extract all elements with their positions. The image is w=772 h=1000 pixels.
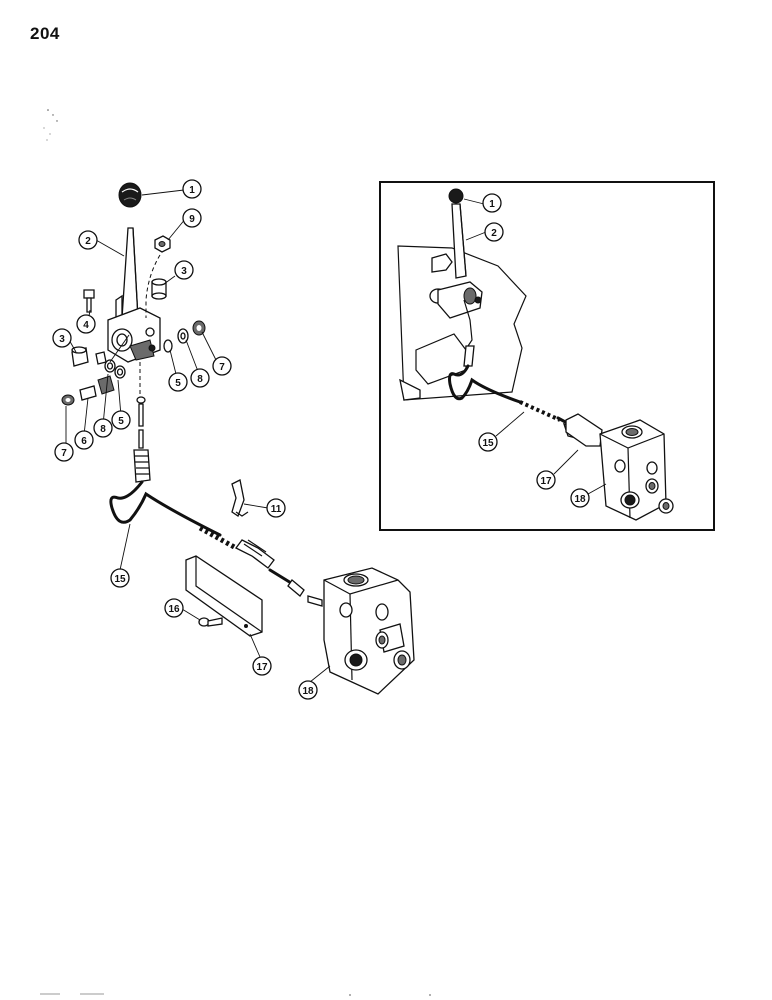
scan-specks: [43, 109, 58, 141]
knob-part: [118, 182, 142, 208]
callout-8: 8: [93, 418, 113, 438]
right-washers: [163, 320, 206, 353]
svg-text:2: 2: [85, 236, 91, 247]
svg-text:1: 1: [489, 199, 495, 210]
svg-text:17: 17: [540, 476, 552, 487]
bolt-part: [83, 289, 95, 313]
callout-3: 3: [174, 260, 194, 280]
exploded-view: [61, 182, 415, 695]
inset-callout-2: 2: [484, 222, 504, 242]
bracket-part: [185, 555, 263, 637]
inset-view: [379, 181, 715, 531]
callout-4: 4: [76, 314, 96, 334]
svg-text:8: 8: [197, 374, 203, 385]
inset-callout-15: 15: [478, 432, 498, 452]
svg-text:7: 7: [219, 362, 225, 373]
valve-body-part: [307, 567, 415, 695]
bottom-scan-marks: [40, 993, 431, 996]
callout-15: 15: [110, 568, 130, 588]
inset-callouts: 1 2 15 17 18: [478, 193, 590, 508]
inset-callout-18: 18: [570, 488, 590, 508]
callout-3: 3: [52, 328, 72, 348]
svg-text:18: 18: [302, 686, 314, 697]
callout-11: 11: [266, 498, 286, 518]
svg-text:4: 4: [83, 320, 89, 331]
svg-text:7: 7: [61, 448, 67, 459]
left-hardware: [61, 351, 126, 406]
svg-text:9: 9: [189, 214, 195, 225]
screw-part: [198, 617, 223, 627]
pivot-bracket-part: [107, 307, 161, 363]
main-callouts: 1 2 9 3 4 3 5 8 7 8 5 6 7 11 15 16 17 18: [52, 179, 318, 700]
svg-text:6: 6: [81, 436, 87, 447]
cable-end-part: [133, 396, 151, 483]
callout-7: 7: [54, 442, 74, 462]
svg-text:3: 3: [59, 334, 65, 345]
callout-5: 5: [111, 410, 131, 430]
nut-part: [154, 235, 171, 253]
callout-17: 17: [252, 656, 272, 676]
svg-text:1: 1: [189, 185, 195, 196]
main-leaders: [65, 189, 331, 683]
clip-part: [231, 479, 249, 517]
callout-18: 18: [298, 680, 318, 700]
svg-text:17: 17: [256, 662, 268, 673]
svg-text:5: 5: [118, 416, 124, 427]
inset-callout-1: 1: [482, 193, 502, 213]
callout-6: 6: [74, 430, 94, 450]
svg-text:8: 8: [100, 424, 106, 435]
callout-7: 7: [212, 356, 232, 376]
callout-1: 1: [182, 179, 202, 199]
svg-text:5: 5: [175, 378, 181, 389]
callout-9: 9: [182, 208, 202, 228]
callout-5: 5: [168, 372, 188, 392]
svg-text:11: 11: [271, 504, 282, 515]
callout-2: 2: [78, 230, 98, 250]
page-number: 204: [30, 24, 60, 43]
svg-text:2: 2: [491, 228, 497, 239]
callout-8: 8: [190, 368, 210, 388]
callout-16: 16: [164, 598, 184, 618]
control-cable-part: [109, 480, 305, 597]
svg-text:18: 18: [574, 494, 586, 505]
inset-callout-17: 17: [536, 470, 556, 490]
bushing-right-part: [151, 278, 167, 300]
lever-part: [115, 227, 139, 324]
svg-text:15: 15: [114, 574, 126, 585]
svg-text:15: 15: [482, 438, 494, 449]
svg-text:3: 3: [181, 266, 187, 277]
svg-text:16: 16: [168, 604, 180, 615]
